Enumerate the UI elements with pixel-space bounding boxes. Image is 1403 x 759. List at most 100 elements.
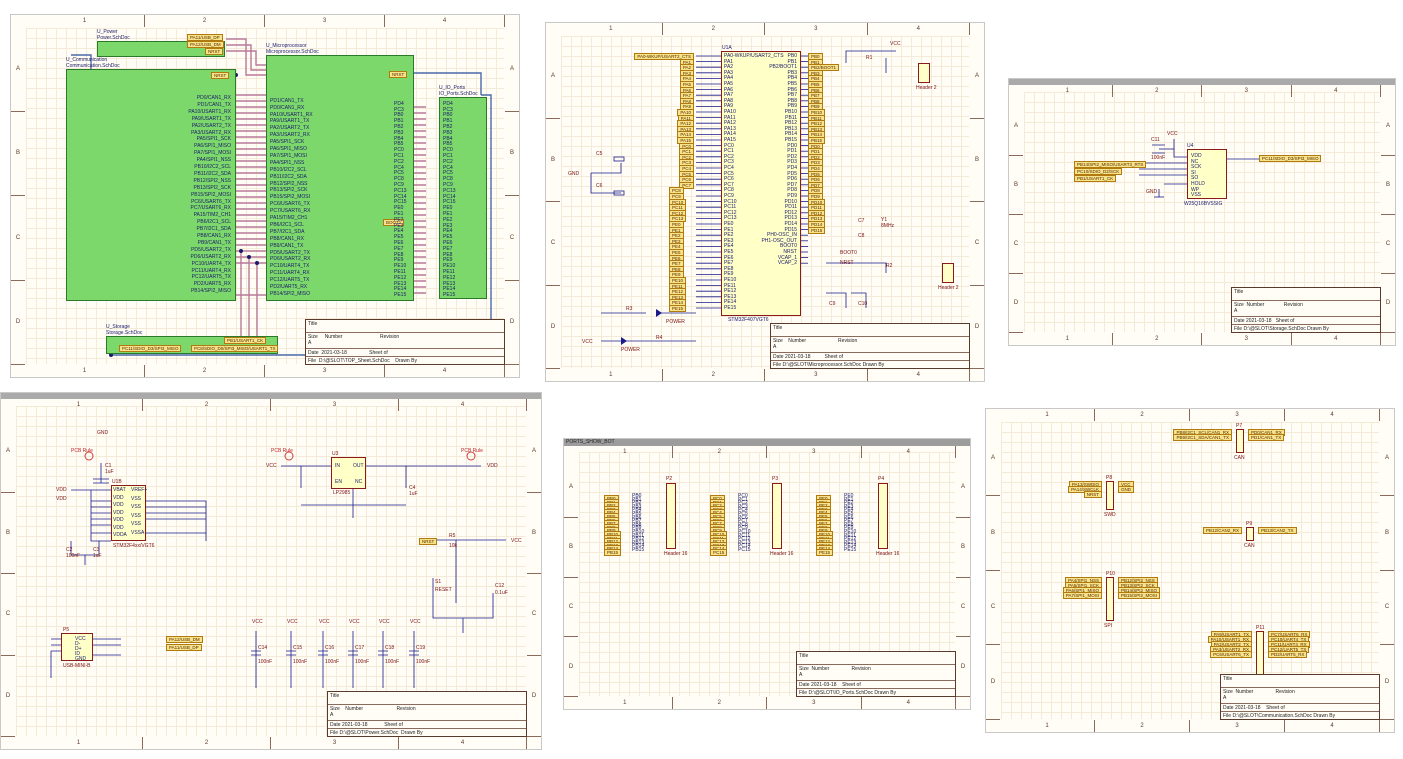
- mcu-pin-left: PC5: [724, 170, 734, 177]
- comm-port-label: PC11/UART4_RX: [191, 267, 231, 274]
- decap-vcc: VCC: [287, 619, 298, 625]
- reg-pin-nc: NC: [355, 479, 363, 485]
- mcu-pin-left: PC4: [724, 165, 734, 171]
- comm-port-label: PA7/SPI1_MOSI: [194, 150, 231, 157]
- mcu-right-port-label: PC5: [394, 170, 404, 177]
- mcu-port-label: PB8/CAN1_RX: [270, 235, 304, 242]
- regulator-chip[interactable]: [331, 457, 366, 489]
- mcu-sheet-symbol[interactable]: [266, 55, 414, 301]
- io-pin-net: PB6: [632, 514, 642, 521]
- io-pin-net: PE7: [844, 518, 854, 525]
- mcu-pin-left: PE9: [724, 271, 734, 278]
- mcu-pin-left: PE10: [724, 277, 737, 283]
- header-nrst[interactable]: [942, 263, 954, 283]
- mcu-pin-left: PC2: [724, 153, 734, 160]
- supply-pin-left: VBAT: [113, 487, 126, 493]
- comm-connector-part: SPI: [1104, 623, 1113, 629]
- comm-connector[interactable]: [1236, 429, 1244, 453]
- mcu-pin-left: PA0-WKUP/USART2_CTS: [724, 53, 784, 59]
- comm-connector[interactable]: [1106, 481, 1114, 510]
- decap-val: 100nF: [385, 659, 400, 665]
- comm-connector[interactable]: [1246, 527, 1254, 541]
- decap-ref: C19: [416, 645, 426, 651]
- mcu-pin-right: PB13: [784, 125, 797, 132]
- io-pin-net: PB4: [632, 507, 642, 514]
- nrst-port: NRST: [419, 538, 438, 545]
- io-pin-net: PE9: [844, 525, 854, 532]
- pcb-rule-2: PCB Rule: [271, 448, 293, 454]
- io-port-label: PE10: [443, 263, 456, 270]
- mcu-right-port-label: PE7: [394, 245, 404, 252]
- small-cap-ref: C4: [409, 485, 416, 491]
- usb-ref: P5: [63, 627, 70, 633]
- mcu-pin-right: PD4: [787, 165, 797, 171]
- mcu-supply-block[interactable]: [111, 485, 146, 541]
- nrst-label: NRST: [840, 260, 854, 266]
- io-port-label: PE4: [443, 228, 453, 235]
- mcu-pin-left: PA4: [724, 75, 734, 82]
- io-port-label: PC4: [443, 164, 453, 171]
- comm-port-label: PA2/USART2_TX: [191, 122, 231, 129]
- flash-pin-label: VDD: [1191, 153, 1202, 159]
- mcu-right-port-label: PE14: [394, 286, 407, 293]
- storage-port-2: PC11/SDIO_D3/SPI3_MISO: [119, 345, 182, 352]
- decap-val: 100nF: [355, 659, 370, 665]
- supply-pin-left: VDD: [113, 494, 124, 501]
- flash-net-1: PB14/SPI2_MISO/USART3_RTS: [1074, 161, 1147, 168]
- flash-chip[interactable]: [1187, 149, 1227, 199]
- mcu-right-port-label: PC3: [394, 106, 404, 113]
- mcu-pin-left: PC13: [724, 215, 737, 222]
- io-port-label: PE1: [443, 211, 453, 217]
- io-port-label: PE14: [443, 286, 456, 293]
- header-boot[interactable]: [918, 63, 930, 83]
- comm-connector[interactable]: [1106, 577, 1114, 621]
- mcu-pin-right: PD13: [784, 215, 797, 222]
- mcu-port-label: PC7/USART6_RX: [270, 208, 311, 215]
- io-port-label: PB1: [443, 118, 453, 125]
- mcu-chip[interactable]: [721, 51, 801, 316]
- comm-port-label: PB6/I2C1_SCL: [197, 219, 231, 226]
- comm-port-label: PC10/UART4_TX: [191, 260, 231, 267]
- comm-port-label: PA4/SPI1_NSS: [196, 157, 231, 164]
- mcu-pin-left: PE12: [724, 288, 737, 295]
- mcu-cap-ref: C6: [596, 183, 603, 189]
- crystal-ref: Y1: [881, 217, 888, 223]
- flash-pin-label: NC: [1191, 158, 1199, 165]
- decap-ref: C16: [325, 645, 335, 651]
- io-header-connector[interactable]: [666, 483, 676, 549]
- io-port-label: PE11: [443, 269, 455, 275]
- io-header-connector[interactable]: [772, 483, 782, 549]
- mcu-port-label: PB6/I2C1_SCL: [270, 221, 304, 228]
- decap-vcc: VCC: [349, 619, 360, 625]
- io-pin-net: PB3: [632, 503, 642, 510]
- mcu-right-port-label: PE6: [394, 240, 404, 246]
- mcu-port-label: PB15/SPI2_MOSI: [270, 194, 311, 201]
- io-port-label: PE9: [443, 257, 453, 264]
- io-header-connector[interactable]: [878, 483, 888, 549]
- usb-connector[interactable]: [61, 633, 93, 661]
- reset-r-val: 10k: [449, 543, 458, 549]
- mcu-port-label: PA3/USART2_RX: [270, 132, 310, 139]
- io-pin-net: PC6: [738, 514, 748, 521]
- mcu-pin-right: PD2: [787, 153, 797, 160]
- mcu-pin-right: PD0: [787, 142, 797, 149]
- decap-val: 100nF: [325, 659, 340, 665]
- mcu-right-port-label: PB2: [394, 124, 404, 130]
- supply-pin-right: VSS: [131, 512, 142, 519]
- usb-pin-label: GND: [75, 656, 87, 662]
- comm-port-label: PB7/I2C1_SDA: [196, 226, 231, 233]
- mcu-right-port-label: PE11: [394, 269, 406, 275]
- comm-sheet-symbol[interactable]: [66, 69, 236, 301]
- flash-pin-label: VSS: [1191, 192, 1202, 199]
- io-pin-net: PE2: [844, 500, 854, 507]
- mcu-pin-left: PA14: [724, 131, 736, 138]
- io-sheet-symbol[interactable]: [439, 97, 487, 299]
